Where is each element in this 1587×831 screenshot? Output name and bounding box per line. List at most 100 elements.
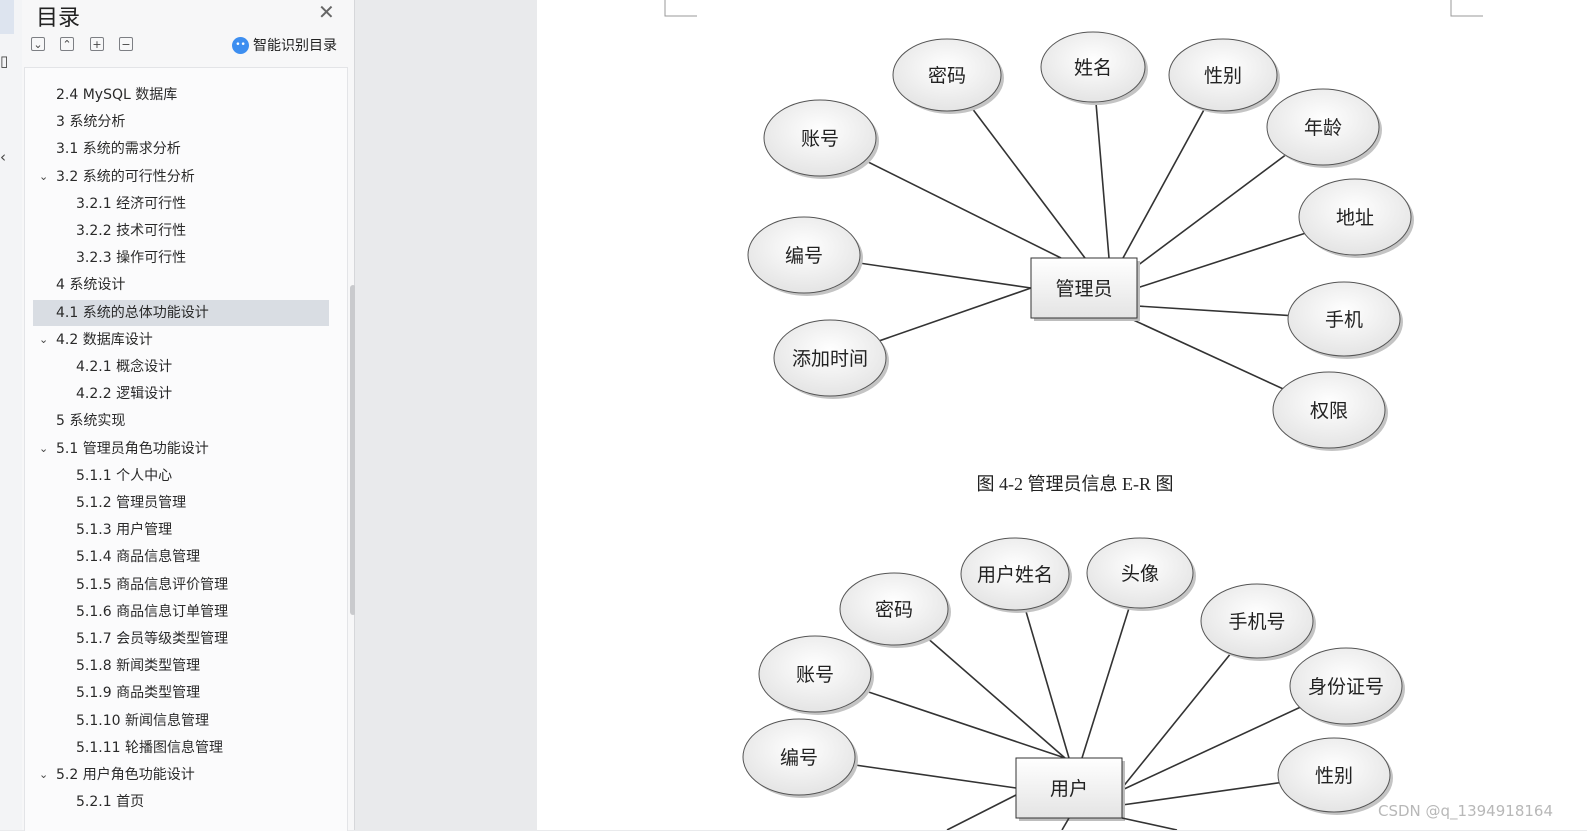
toc-item[interactable]: 5.1.4 商品信息管理: [33, 544, 329, 570]
toc-item[interactable]: 5 系统实现: [33, 408, 329, 434]
toc-item-label: 4.2.2 逻辑设计: [76, 386, 173, 403]
figure-caption: 图 4-2 管理员信息 E-R 图: [977, 474, 1174, 494]
toc-item[interactable]: ⌄ 4.2 数据库设计: [33, 327, 329, 353]
toc-item[interactable]: 3 系统分析: [33, 109, 329, 135]
er-attribute-ellipse: 账号: [758, 635, 874, 715]
watermark: CSDN @q_1394918164: [1378, 802, 1553, 820]
chevron-down-icon[interactable]: ⌄: [39, 169, 49, 183]
chevron-down-icon[interactable]: ⌄: [39, 332, 49, 346]
toc-item-label: 5 系统实现: [56, 413, 126, 430]
toc-item[interactable]: 3.2.2 技术可行性: [33, 218, 329, 244]
toc-item-label: 4 系统设计: [56, 277, 126, 294]
add-heading-icon[interactable]: +: [90, 37, 104, 51]
er-attribute-ellipse: 性别: [1277, 737, 1393, 815]
toc-item[interactable]: 2.4 MySQL 数据库: [33, 82, 329, 108]
toc-item-label: 5.1.1 个人中心: [76, 467, 173, 484]
er-attribute-label: 账号: [796, 664, 834, 686]
toc-title: 目录: [36, 6, 81, 31]
toc-item-label: 5.1.5 商品信息评价管理: [76, 576, 229, 593]
er-attribute-label: 编号: [780, 747, 818, 769]
toc-item[interactable]: 5.1.7 会员等级类型管理: [33, 626, 329, 652]
er-attribute-ellipse: 身份证号: [1289, 647, 1405, 727]
document-canvas: 图 4-2 管理员信息 E-R 图 管理员密码姓名性别年龄账号地址编号手机添加时…: [355, 0, 1587, 830]
er-attribute-label: 密码: [875, 599, 913, 621]
toc-item[interactable]: 5.1.9 商品类型管理: [33, 680, 329, 706]
toc-item[interactable]: 5.1.5 商品信息评价管理: [33, 572, 329, 598]
er-attribute-ellipse: 添加时间: [773, 319, 889, 399]
toc-item-label: 5.1.11 轮播图信息管理: [76, 739, 223, 756]
er-attribute-ellipse: 权限: [1272, 371, 1388, 451]
toc-item[interactable]: 4 系统设计: [33, 272, 329, 298]
toc-item-label: 5.1.8 新闻类型管理: [76, 658, 201, 675]
er-attribute-label: 账号: [801, 128, 839, 150]
er-attribute-label: 性别: [1204, 65, 1242, 87]
corner-mark-right: [1450, 0, 1483, 17]
toc-tab-icon[interactable]: [0, 0, 14, 34]
er-attribute-ellipse: 手机: [1287, 281, 1403, 359]
er-attribute-label: 编号: [785, 245, 823, 267]
toc-item[interactable]: ⌄ 3.2 系统的可行性分析: [33, 164, 329, 190]
toc-item[interactable]: 5.1.8 新闻类型管理: [33, 653, 329, 679]
toc-item-label: 4.2 数据库设计: [56, 331, 153, 348]
toc-item[interactable]: 3.1 系统的需求分析: [33, 136, 329, 162]
toc-item-label: 4.2.1 概念设计: [76, 359, 173, 375]
er-attribute-ellipse: 账号: [763, 99, 879, 179]
toc-item-label: 5.1.3 用户管理: [76, 522, 173, 539]
toc-item[interactable]: 3.2.1 经济可行性: [33, 191, 329, 217]
toc-item-label: 3.1 系统的需求分析: [56, 141, 181, 158]
toc-item[interactable]: ⌄5.2 用户角色功能设计: [33, 762, 329, 788]
er-connector-line: [946, 794, 1017, 830]
er-attribute-label: 用户姓名: [977, 564, 1053, 586]
collapse-all-icon[interactable]: ⌄: [31, 37, 45, 51]
toc-item[interactable]: 5.1.11 轮播图信息管理: [33, 735, 329, 761]
toc-item[interactable]: 4.2.2 逻辑设计: [33, 381, 329, 407]
toc-item[interactable]: 5.1.1 个人中心: [33, 463, 329, 489]
remove-heading-icon[interactable]: −: [119, 37, 133, 51]
toc-item-label: 5.1 管理员角色功能设计: [56, 440, 209, 457]
page-tab-icon[interactable]: ▯: [0, 52, 9, 70]
er-attribute-label: 添加时间: [792, 348, 868, 370]
toc-scrollbar[interactable]: [350, 285, 356, 615]
toc-item[interactable]: 5.1.10 新闻信息管理: [33, 708, 329, 734]
er-attribute-ellipse: 用户姓名: [960, 537, 1072, 613]
chevron-down-icon[interactable]: ⌄: [39, 768, 49, 781]
toc-item[interactable]: ⌄ 5.1 管理员角色功能设计: [33, 436, 329, 462]
toc-item-label: 4.1 系统的总体功能设计: [56, 304, 209, 321]
toc-item-label: 3.2 系统的可行性分析: [56, 168, 195, 185]
toc-item[interactable]: 5.1.3 用户管理: [33, 517, 329, 543]
expand-all-icon[interactable]: ⌃: [60, 37, 74, 51]
corner-mark-left: [664, 0, 697, 17]
toc-item[interactable]: 5.2.1 首页: [33, 789, 329, 815]
robot-icon: ••: [232, 36, 249, 54]
toc-item-label: 5.1.4 商品信息管理: [76, 549, 201, 566]
er-attribute-label: 身份证号: [1308, 676, 1384, 698]
er-attribute-ellipse: 密码: [839, 572, 951, 648]
er-attribute-ellipse: 编号: [742, 718, 858, 798]
close-icon[interactable]: ✕: [318, 0, 335, 24]
collapse-strip-icon[interactable]: ‹: [0, 148, 6, 166]
er-attribute-ellipse: 性别: [1168, 38, 1280, 114]
er-attribute-label: 地址: [1336, 207, 1374, 229]
toc-item[interactable]: 4.2.1 概念设计: [33, 354, 329, 380]
er-attribute-label: 年龄: [1304, 117, 1342, 139]
er-connector-line: [1121, 817, 1178, 830]
toc-item[interactable]: 3.2.3 操作可行性: [33, 245, 329, 271]
er-attribute-label: 头像: [1121, 563, 1159, 585]
er-entity-label: 管理员: [1055, 278, 1112, 300]
er-attribute-label: 权限: [1310, 400, 1348, 422]
toc-item-label: 5.1.9 商品类型管理: [76, 685, 201, 702]
er-attribute-label: 姓名: [1074, 57, 1112, 79]
chevron-down-icon[interactable]: ⌄: [39, 441, 49, 455]
er-entity-box: 管理员: [1030, 257, 1140, 321]
er-entity-label: 用户: [1050, 778, 1088, 800]
smart-recognize-toc-button[interactable]: •• 智能识别目录: [232, 35, 337, 55]
toc-item-label: 3.2.3 操作可行性: [76, 250, 187, 267]
toc-item[interactable]: 5.1.6 商品信息订单管理: [33, 599, 329, 625]
toc-item[interactable]: 4.1 系统的总体功能设计: [33, 299, 329, 326]
document-page: 图 4-2 管理员信息 E-R 图 管理员密码姓名性别年龄账号地址编号手机添加时…: [537, 0, 1587, 830]
er-attribute-ellipse: 地址: [1298, 178, 1414, 258]
er-connector-line: [1061, 817, 1070, 830]
toc-item[interactable]: 5.1.2 管理员管理: [33, 490, 329, 516]
